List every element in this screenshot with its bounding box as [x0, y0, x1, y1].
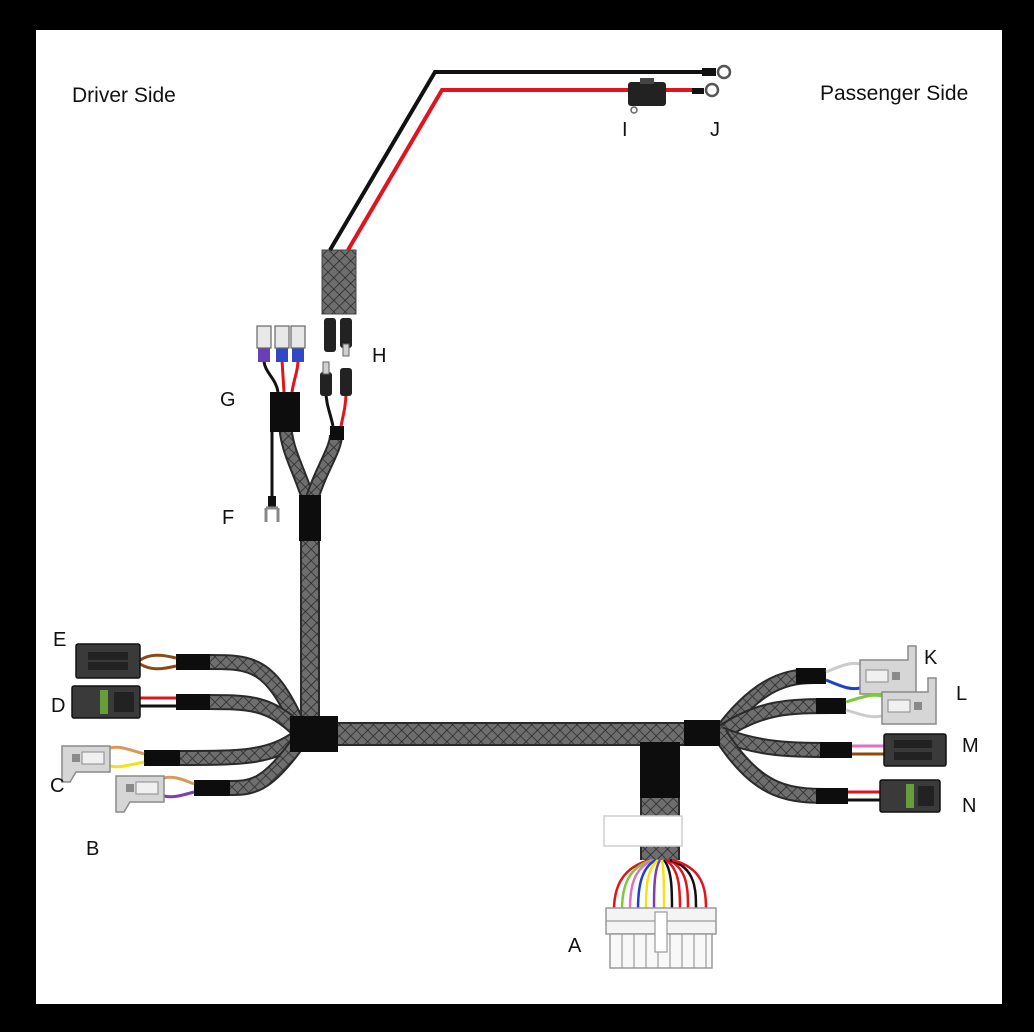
- connector-l[interactable]: [816, 677, 937, 725]
- trunk-sleeve-a: [640, 742, 680, 798]
- passenger-branches: [713, 668, 841, 804]
- connector-f[interactable]: [264, 432, 280, 522]
- connector-k[interactable]: [796, 645, 917, 695]
- connector-a[interactable]: [603, 815, 717, 969]
- label-i: I: [622, 119, 628, 141]
- connector-j[interactable]: [702, 64, 732, 98]
- label-g: G: [220, 389, 236, 411]
- connector-h[interactable]: [320, 318, 352, 440]
- upper-split: [278, 419, 343, 541]
- driver-side-label: Driver Side: [72, 84, 176, 107]
- label-f: F: [222, 507, 234, 529]
- label-b: B: [86, 838, 99, 860]
- passenger-side-label: Passenger Side: [820, 82, 968, 105]
- connector-b[interactable]: [115, 775, 230, 813]
- connector-g[interactable]: [256, 325, 306, 432]
- connector-n[interactable]: [816, 779, 941, 813]
- diagram-panel: [36, 30, 1002, 1004]
- label-n: N: [962, 795, 976, 817]
- connector-c[interactable]: [61, 745, 180, 783]
- label-a: A: [568, 935, 582, 957]
- connector-d[interactable]: [71, 685, 210, 719]
- label-e: E: [53, 629, 66, 651]
- connector-i[interactable]: [628, 78, 666, 114]
- label-m: M: [962, 735, 979, 757]
- driver-junction: [290, 716, 338, 752]
- connector-a-wires: [612, 858, 708, 911]
- label-l: L: [956, 683, 967, 705]
- label-k: K: [924, 647, 938, 669]
- label-h: H: [372, 345, 386, 367]
- connector-m[interactable]: [820, 733, 947, 767]
- label-j: J: [710, 119, 720, 141]
- label-c: C: [50, 775, 64, 797]
- passenger-junction: [684, 720, 720, 746]
- connector-e[interactable]: [75, 643, 210, 679]
- label-d: D: [51, 695, 65, 717]
- power-lead: [321, 70, 704, 315]
- main-trunk: [300, 540, 720, 860]
- driver-branches: [174, 653, 308, 797]
